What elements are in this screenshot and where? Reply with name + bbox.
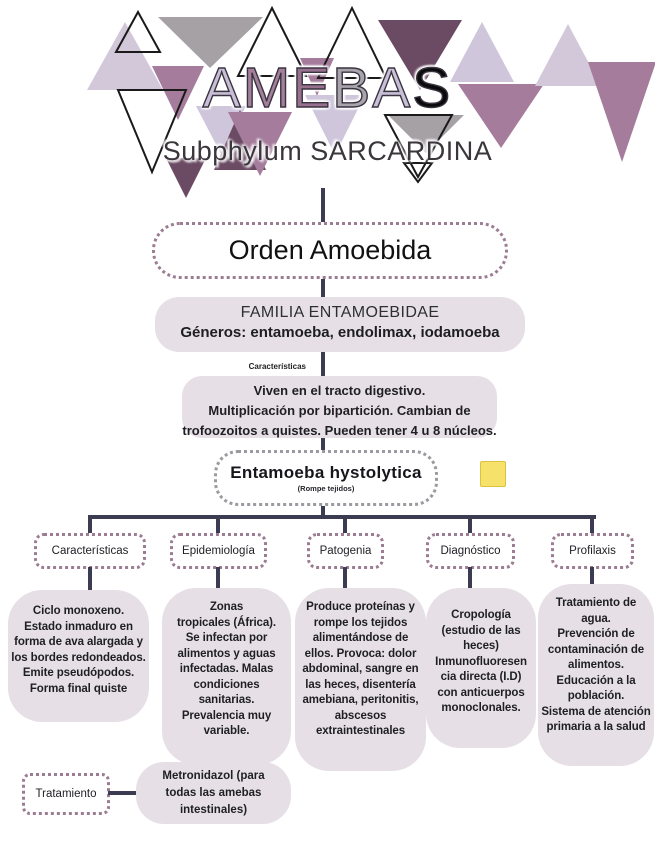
title-letter: M <box>242 56 293 120</box>
title-letter: A <box>202 56 243 120</box>
familia-entamoebidae-box: FAMILIA ENTAMOEBIDAE Géneros: entamoeba,… <box>155 297 525 352</box>
triangle-banner-decoration <box>87 5 655 198</box>
page-title: AMEBAS <box>0 59 655 117</box>
branch-label-epidemiologia: Epidemiología <box>170 533 267 569</box>
stub-profilaxis <box>590 567 594 589</box>
tree-horizontal-bar <box>88 515 596 519</box>
stub-caracteristicas <box>88 567 92 591</box>
metronidazol-box: Metronidazol (para todas las amebas inte… <box>136 762 291 824</box>
tratamiento-label-text: Tratamiento <box>35 788 97 800</box>
branch-label-text: Diagnóstico <box>440 545 501 557</box>
stub-epidemiologia <box>216 567 220 591</box>
title-letter: A <box>372 56 413 120</box>
connector-especie-tree <box>321 500 325 517</box>
especie-note: (Rompe tejidos) <box>297 484 355 493</box>
tree-stub-3 <box>343 515 347 535</box>
connector-familia-caracteristicas <box>321 352 325 377</box>
branch-label-text: Patogenia <box>319 545 372 557</box>
orden-amoebida-label: Orden Amoebida <box>228 235 432 265</box>
branch-label-caracteristicas: Características <box>34 533 146 569</box>
branch-label-patogenia: Patogenia <box>307 533 384 569</box>
branch-label-profilaxis: Profilaxis <box>551 533 634 569</box>
entamoeba-hystolytica-box: Entamoeba hystolytica (Rompe tejidos) <box>214 450 438 506</box>
tratamiento-label: Tratamiento <box>22 773 110 815</box>
branch-label-text: Características <box>51 545 129 557</box>
tree-stub-5 <box>590 515 594 535</box>
title-letter: E <box>291 56 333 120</box>
familia-title: FAMILIA ENTAMOEBIDAE <box>240 304 440 321</box>
branch-box-patogenia: Produce proteínas y rompe los tejidos al… <box>295 588 426 771</box>
yellow-sticky-note <box>480 461 506 487</box>
tree-stub-4 <box>468 515 472 535</box>
familia-generos: Géneros: entamoeba, endolimax, iodamoeba <box>180 324 500 341</box>
title-letter: S <box>412 56 453 120</box>
branch-box-epidemiologia: Zonas tropicales (África). Se infectan p… <box>162 588 291 765</box>
caracteristicas-text-box: Viven en el tracto digestivo. Multiplica… <box>182 376 497 438</box>
branch-box-diagnostico: Cropología (estudio de las heces) Inmuno… <box>426 588 536 748</box>
connector-orden-familia <box>321 277 325 298</box>
branch-label-text: Profilaxis <box>569 545 616 557</box>
caracteristicas-mini-label: Características <box>248 362 306 371</box>
branch-box-caracteristicas: Ciclo monoxeno. Estado inmaduro en forma… <box>8 590 149 722</box>
connector-banner-orden <box>321 188 325 223</box>
stub-patogenia <box>343 567 347 591</box>
especie-name: Entamoeba hystolytica <box>230 463 422 482</box>
connector-tratamiento <box>108 791 136 795</box>
branch-label-diagnostico: Diagnóstico <box>426 533 515 569</box>
connector-caracteristicas-especie <box>321 437 325 451</box>
title-letter: B <box>332 56 373 120</box>
stub-diagnostico <box>468 567 472 591</box>
branch-box-profilaxis: Tratamiento de agua. Prevención de conta… <box>538 584 654 766</box>
tree-stub-1 <box>88 515 92 535</box>
tree-stub-2 <box>216 515 220 535</box>
orden-amoebida-box: Orden Amoebida <box>152 222 508 279</box>
branch-label-text: Epidemiología <box>182 545 255 557</box>
page-subtitle: Subphylum SARCARDINA <box>162 136 493 166</box>
